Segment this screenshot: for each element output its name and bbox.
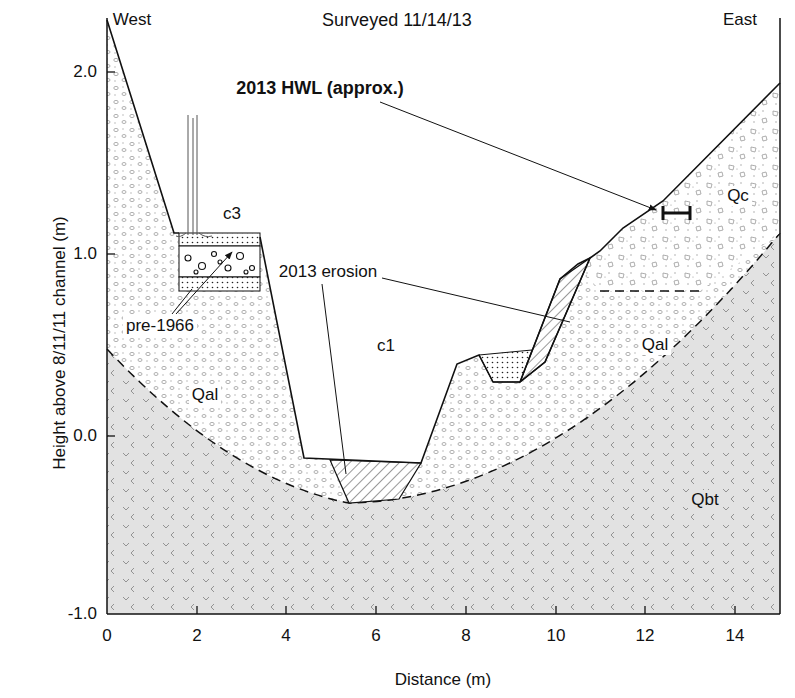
diagram-title: Surveyed 11/14/13 (322, 10, 472, 30)
axis-title: Height above 8/11/11 channel (m) (50, 216, 70, 470)
axis-tick-label: 8 (461, 626, 470, 646)
unit-label: Qbt (688, 490, 721, 510)
axis-tick-label: 2.0 (73, 62, 97, 82)
axis-tick-label: 2 (192, 626, 201, 646)
axis-tick-label: 0.0 (73, 426, 97, 446)
callout-label: 2013 erosion (276, 262, 380, 282)
callout-label: pre-1966 (123, 316, 197, 336)
axis-title: Distance (m) (395, 670, 491, 690)
axis-tick-label: 10 (547, 626, 566, 646)
unit-label: Qal (189, 385, 221, 405)
axis-tick-label: 0 (102, 626, 111, 646)
unit-label: c1 (374, 336, 398, 356)
axis-tick-label: 6 (371, 626, 380, 646)
axis-tick-label: 1.0 (73, 244, 97, 264)
axis-tick-label: 14 (726, 626, 745, 646)
compass-label: East (723, 10, 757, 30)
axis-tick-label: 4 (281, 626, 290, 646)
unit-label: c3 (220, 204, 244, 224)
unit-label: Qal (639, 335, 671, 355)
axis-tick-label: 12 (636, 626, 655, 646)
compass-label: West (113, 10, 151, 30)
callout-label: 2013 HWL (approx.) (236, 78, 404, 98)
unit-label: Qc (724, 186, 752, 206)
axis-tick-label: -1.0 (68, 604, 97, 624)
